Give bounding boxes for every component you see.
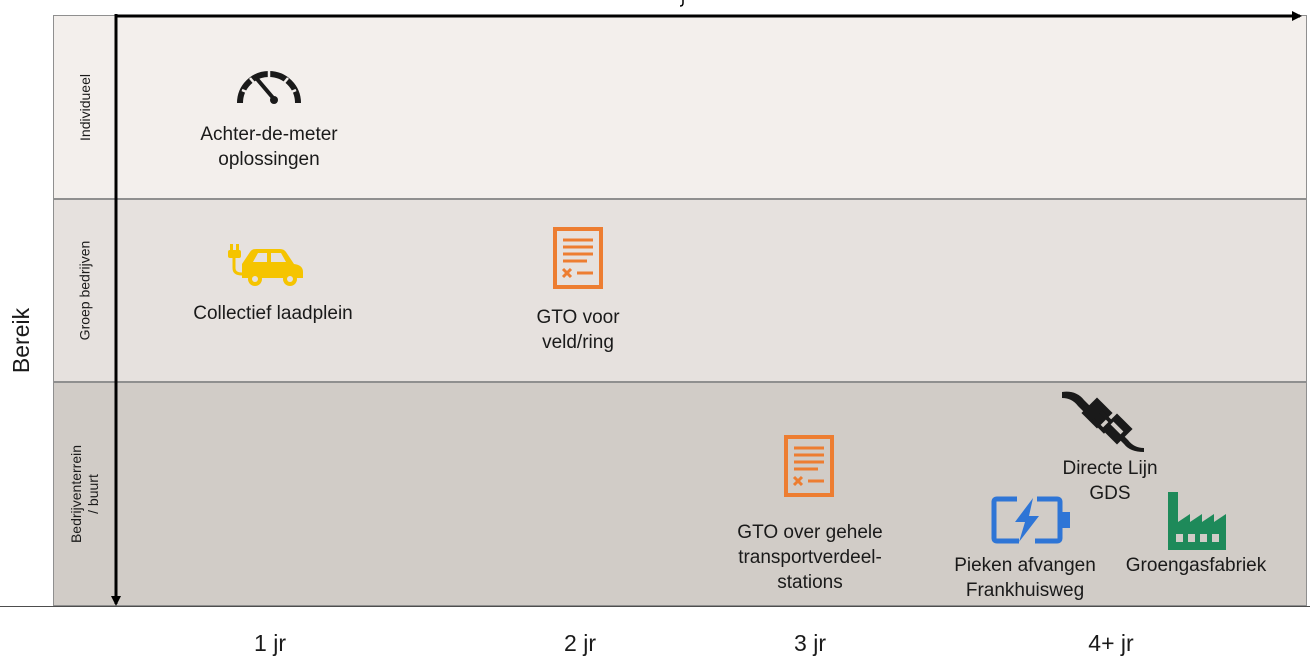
baseline bbox=[0, 606, 1310, 607]
item-gto-voor-veld-ring: GTO voor veld/ring bbox=[536, 307, 620, 353]
document-icon bbox=[784, 435, 834, 497]
electric-car-icon bbox=[228, 244, 303, 286]
x-tick-1: 1 jr bbox=[254, 630, 286, 656]
factory-icon bbox=[1168, 492, 1226, 550]
row-band-individueel bbox=[53, 15, 1307, 199]
document-icon bbox=[553, 227, 603, 289]
x-tick-4: 4+ jr bbox=[1088, 630, 1134, 656]
row-band-groep-bedrijven bbox=[53, 199, 1307, 382]
item-pieken-afvangen: Pieken afvangen Frankhuisweg bbox=[954, 555, 1096, 601]
item-achter-de-meter: Achter-de-meter oplossingen bbox=[200, 124, 338, 170]
item-directe-lijn-gds: Directe Lijn GDS bbox=[1062, 458, 1158, 504]
x-tick-3: 3 jr bbox=[794, 630, 826, 656]
item-collectief-laadplein: Collectief laadplein bbox=[193, 303, 353, 324]
plug-icon bbox=[1062, 391, 1144, 452]
x-tick-2: 2 jr bbox=[564, 630, 596, 656]
item-gto-over-gehele-stations: GTO over gehele transportverdeel- statio… bbox=[737, 522, 883, 593]
battery-charging-icon bbox=[991, 496, 1070, 544]
item-groengasfabriek: Groengasfabriek bbox=[1125, 555, 1267, 576]
speedometer-icon bbox=[237, 70, 301, 104]
